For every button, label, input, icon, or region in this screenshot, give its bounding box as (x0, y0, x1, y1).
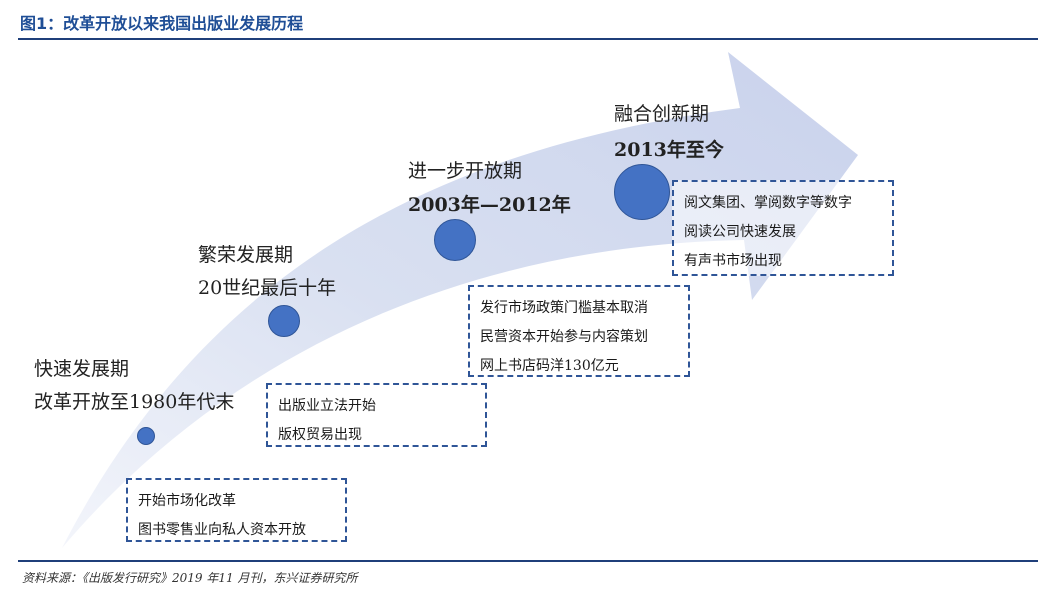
phase-2-years: 20世纪最后十年 (198, 277, 337, 299)
phase-4-notes: 阅文集团、掌阅数字等数字 阅读公司快速发展 有声书市场出现 (672, 180, 894, 276)
phase-4-name: 融合创新期 (614, 103, 710, 125)
phase-1-notes: 开始市场化改革 图书零售业向私人资本开放 (126, 478, 347, 542)
phase-1-name: 快速发展期 (34, 358, 130, 380)
bottom-rule (18, 560, 1038, 562)
top-rule (18, 38, 1038, 40)
phase-1-years: 改革开放至1980年代末 (34, 387, 234, 414)
phase-3-note: 网上书店码洋130亿元 (480, 358, 619, 374)
source-note: 资料来源：《出版发行研究》2019 年11 月刊，东兴证券研究所 (22, 571, 358, 585)
phase-1-note: 图书零售业向私人资本开放 (138, 522, 306, 538)
phase-2-note: 出版业立法开始 (278, 398, 376, 414)
phase-2-notes: 出版业立法开始 版权贸易出现 (266, 383, 487, 447)
phase-4-marker (614, 164, 670, 220)
phase-3-marker (434, 219, 476, 261)
phase-3-note: 民营资本开始参与内容策划 (480, 329, 648, 345)
phase-3-name: 进一步开放期 (408, 160, 523, 182)
phase-1-years-text: 改革开放至1980年代末 (34, 391, 235, 413)
phase-4-note: 阅读公司快速发展 (684, 224, 796, 240)
phase-2-note: 版权贸易出现 (278, 427, 362, 443)
figure-title: 图1：改革开放以来我国出版业发展历程 (20, 14, 304, 33)
phase-1-marker (137, 427, 155, 445)
phase-2-name: 繁荣发展期 (198, 244, 294, 266)
phase-4-years: 2013年至今 (614, 139, 724, 161)
phase-1-note: 开始市场化改革 (138, 493, 236, 509)
phase-2-marker (268, 305, 300, 337)
phase-4-note: 阅文集团、掌阅数字等数字 (684, 195, 852, 211)
phase-4-note: 有声书市场出现 (684, 253, 782, 269)
phase-3-years: 2003年—2012年 (408, 194, 571, 216)
phase-3-note: 发行市场政策门槛基本取消 (480, 300, 648, 316)
phase-3-notes: 发行市场政策门槛基本取消 民营资本开始参与内容策划 网上书店码洋130亿元 (468, 285, 690, 377)
